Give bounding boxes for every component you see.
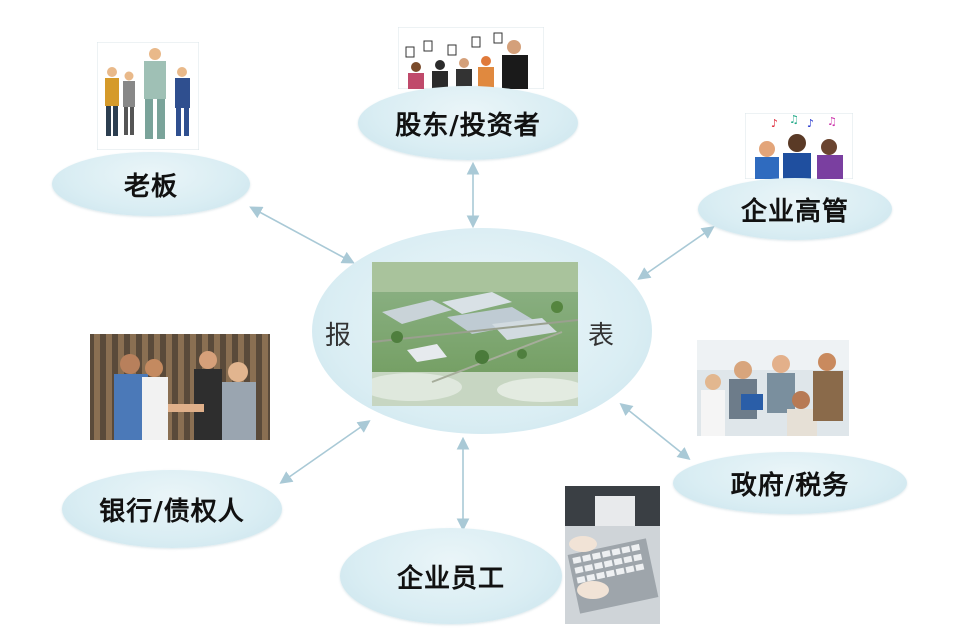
node-executives: 企业高管 [698,178,892,240]
node-boss-label: 老板 [123,171,178,202]
center-label-right: 表 [588,321,615,351]
voting-crowd-clipart [398,27,544,89]
keyboard-typing-photo [565,486,660,624]
factory-aerial-photo [372,262,578,406]
arrow-banks [279,420,371,484]
arrow-boss [249,206,355,264]
center-label-left: 报 [325,321,352,351]
node-employees-label: 企业员工 [396,563,505,594]
svg-text:♪: ♪ [771,117,778,130]
handshake-photo [90,334,270,440]
node-government: 政府/税务 [673,452,907,514]
business-people-clipart [97,42,199,150]
node-employees: 企业员工 [340,528,562,624]
node-government-label: 政府/税务 [730,470,850,501]
node-banks-label: 银行/债权人 [99,496,245,527]
svg-text:♪: ♪ [807,117,814,130]
office-meeting-photo [697,340,849,436]
node-boss: 老板 [52,152,250,216]
arrow-government [619,402,691,461]
svg-text:♫: ♫ [827,115,837,128]
svg-text:♫: ♫ [789,113,799,126]
singing-group-clipart: ♪ ♫ ♪ ♫ [745,113,853,179]
arrow-executives [637,226,715,280]
node-banks: 银行/债权人 [62,470,282,548]
node-shareholders-label: 股东/投资者 [395,110,541,141]
node-executives-label: 企业高管 [740,196,849,227]
node-shareholders: 股东/投资者 [358,86,578,160]
